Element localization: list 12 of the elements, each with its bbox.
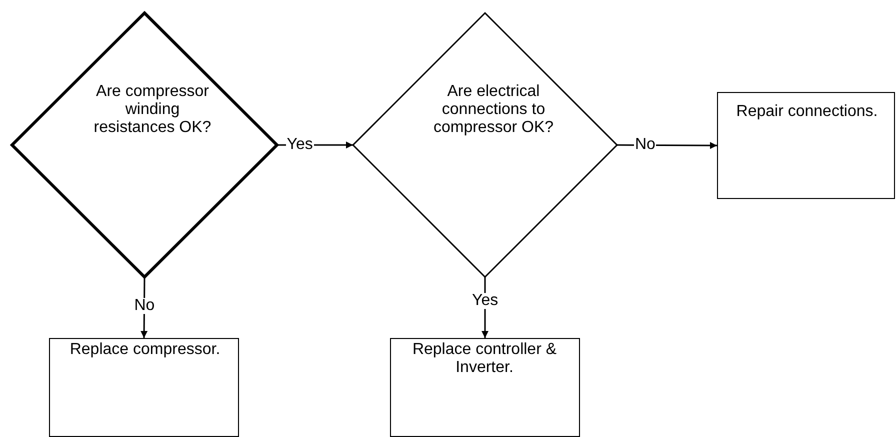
process-box (390, 338, 580, 437)
action-text: Repair connections. (735, 103, 879, 121)
process-box (49, 338, 239, 437)
edge-label: Yes (471, 293, 500, 310)
process-box (717, 92, 895, 199)
decision-diamond (353, 13, 617, 277)
decision-diamond (12, 13, 277, 277)
action-text: Replace compressor. (68, 341, 222, 359)
action-text: Replace controller & Inverter. (411, 341, 558, 377)
edge-label: No (133, 298, 156, 314)
question-text: Are electrical connections to compressor OK? (432, 83, 555, 137)
question-text: Are compressor winding resistances OK? (92, 83, 212, 137)
